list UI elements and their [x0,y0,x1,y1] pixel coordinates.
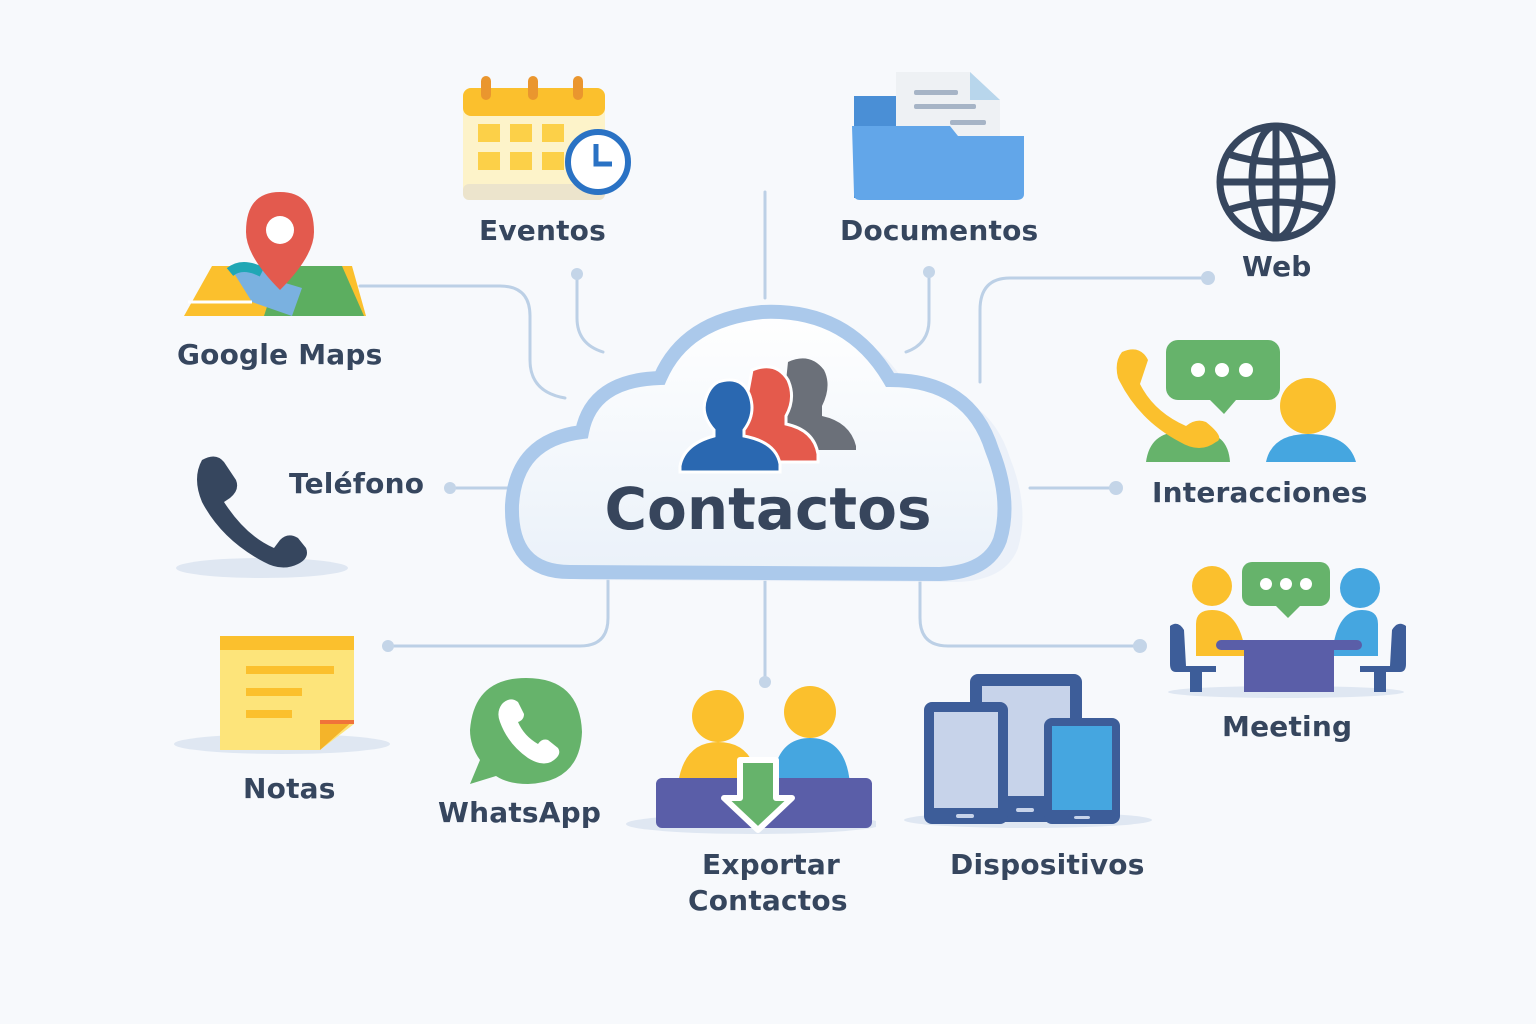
node-web[interactable] [1214,120,1338,244]
label-eventos: Eventos [479,214,606,247]
node-dispositivos[interactable] [904,672,1156,832]
devices-icon [904,674,1152,828]
label-dispositivos: Dispositivos [950,848,1145,881]
label-exportar-line1: Exportar [702,848,840,881]
node-interacciones[interactable] [1110,338,1360,464]
node-exportar-contactos[interactable] [624,684,876,834]
phone-handset-icon [176,456,348,578]
phone-chat-people-icon [1116,340,1356,462]
label-notas: Notas [243,772,336,805]
contacts-group-icon [678,358,856,474]
node-telefono[interactable] [176,452,356,582]
label-exportar-line2: Contactos [688,884,848,917]
label-web: Web [1242,250,1312,283]
center-title: Contactos [604,475,932,543]
node-meeting[interactable] [1166,560,1412,700]
whatsapp-icon [470,678,582,784]
node-eventos[interactable] [460,74,640,254]
label-documentos: Documentos [840,214,1039,247]
node-whatsapp[interactable] [466,674,586,786]
export-contacts-icon [626,686,876,834]
label-meeting: Meeting [1222,710,1353,743]
sticky-note-icon [174,636,390,754]
label-whatsapp: WhatsApp [438,796,602,829]
label-interacciones: Interacciones [1152,476,1368,509]
label-telefono: Teléfono [289,467,425,500]
node-notas[interactable] [174,632,394,762]
globe-icon [1216,122,1336,242]
node-documentos[interactable] [850,70,1026,200]
calendar-clock-icon [463,76,631,200]
folder-document-icon [852,72,1024,200]
node-google-maps[interactable] [182,192,366,322]
map-pin-icon [184,192,366,316]
label-google-maps: Google Maps [177,338,383,371]
meeting-table-icon [1168,562,1406,698]
